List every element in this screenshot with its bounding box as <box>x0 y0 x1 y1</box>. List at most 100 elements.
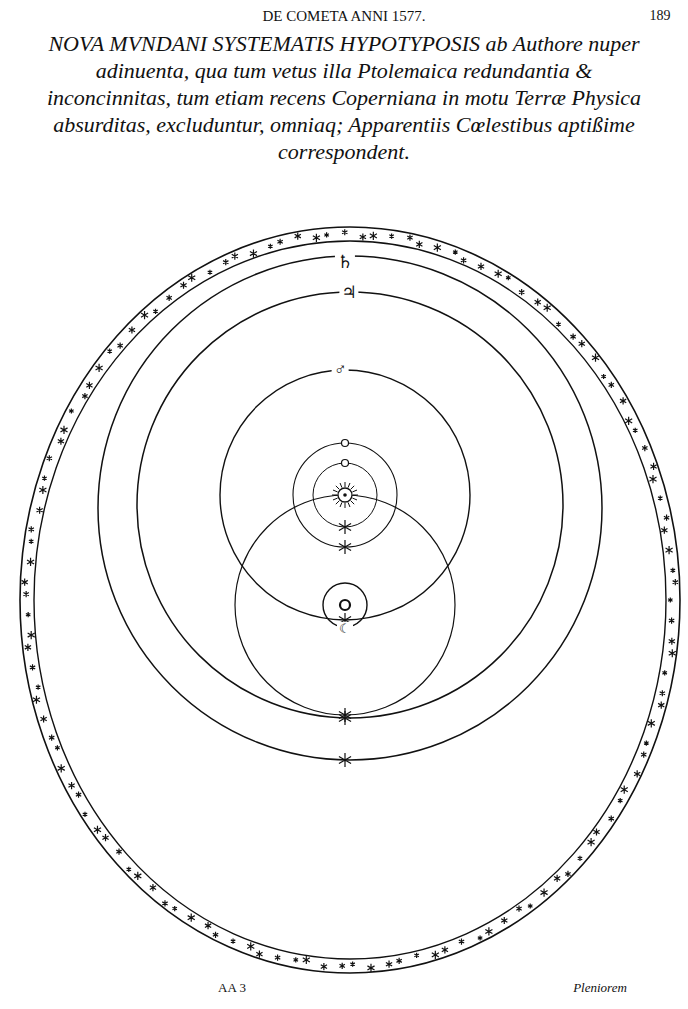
fixed-star <box>565 871 570 877</box>
fixed-star <box>180 282 186 289</box>
fixed-star <box>367 964 374 972</box>
fixed-star <box>33 696 40 704</box>
fixed-star <box>256 951 262 958</box>
fixed-star <box>294 957 299 962</box>
fixed-star <box>588 838 595 846</box>
fixed-star <box>478 935 483 940</box>
fixed-star <box>633 428 638 433</box>
fixed-star <box>22 579 28 586</box>
mercury <box>342 460 349 467</box>
fixed-star <box>223 259 228 265</box>
fixed-star <box>592 354 599 362</box>
fixed-star <box>620 397 626 404</box>
fixed-star <box>666 546 673 554</box>
fixed-star <box>669 638 675 645</box>
fixed-star <box>313 234 320 242</box>
fixed-star <box>519 289 524 295</box>
fixed-star <box>36 685 41 690</box>
fixed-star <box>434 244 441 252</box>
fixed-star <box>662 670 667 675</box>
fixed-star <box>416 241 422 248</box>
venus <box>342 440 349 447</box>
fixed-star <box>86 382 92 389</box>
fixed-star <box>30 664 35 670</box>
fixed-star <box>660 690 665 696</box>
jupiter-symbol: ♃ <box>339 284 358 303</box>
fixed-star <box>601 374 606 379</box>
fixed-star <box>658 702 664 709</box>
fixed-star <box>673 579 678 585</box>
fixed-star <box>96 364 103 372</box>
fixed-star <box>625 417 632 425</box>
fixed-star <box>55 745 60 750</box>
fixed-star <box>506 275 511 280</box>
fixed-star <box>649 475 656 483</box>
fixed-star <box>188 274 195 282</box>
fixed-star <box>389 234 394 239</box>
running-head: DE COMETA ANNI 1577. <box>261 8 428 25</box>
fixed-star <box>570 334 575 340</box>
orbit-star <box>339 520 351 534</box>
fixed-stars <box>22 229 678 972</box>
fixed-star <box>153 309 158 314</box>
fixed-star <box>350 962 355 967</box>
fixed-star <box>495 270 502 278</box>
saturn-orbit <box>98 256 602 760</box>
fixed-star <box>664 515 669 521</box>
fixed-star <box>116 849 121 855</box>
fixed-star <box>661 527 667 534</box>
fixed-star <box>275 955 280 961</box>
fixed-star <box>166 295 171 301</box>
fixed-star <box>47 455 52 461</box>
page-number: 189 <box>648 8 673 23</box>
jupiter-orbit <box>137 292 563 718</box>
fixed-star <box>648 719 655 727</box>
fixed-star <box>668 597 673 602</box>
sun-rays <box>332 482 358 508</box>
fixed-star <box>23 591 28 597</box>
fixed-star <box>188 914 195 922</box>
fixed-star <box>231 939 236 944</box>
fixed-star <box>250 249 257 257</box>
fixed-star <box>556 322 561 327</box>
fixed-star <box>609 815 614 821</box>
fixed-star <box>83 812 88 817</box>
fixed-star <box>26 612 31 617</box>
fixed-star <box>129 326 135 333</box>
fixed-star <box>360 233 366 240</box>
fixed-star <box>29 526 34 532</box>
fixed-star <box>49 735 54 741</box>
fixed-star <box>459 938 464 944</box>
moon-orbit <box>323 583 367 627</box>
fixed-star <box>25 644 31 651</box>
fixed-star <box>37 507 43 514</box>
fixed-star <box>342 229 347 235</box>
fixed-star <box>141 311 148 319</box>
fixed-star <box>205 922 211 929</box>
fixed-star <box>579 340 585 347</box>
fixed-star <box>28 631 35 639</box>
fixed-star <box>69 408 74 413</box>
fixed-star <box>232 253 238 260</box>
fixed-star <box>396 958 401 964</box>
fixed-star <box>277 239 282 245</box>
fixed-star <box>208 270 213 275</box>
fixed-star <box>578 856 583 861</box>
fixed-star <box>58 438 64 445</box>
fixed-star <box>644 740 649 745</box>
fixed-star <box>554 875 560 882</box>
fixed-star <box>29 539 34 544</box>
fixed-star <box>478 263 484 270</box>
orbit-star <box>339 540 351 554</box>
fixed-star <box>414 953 419 958</box>
heading: NOVA MVNDANI SYSTEMATIS HYPOTYPOSIS ab A… <box>40 30 648 165</box>
fixed-star <box>134 872 141 880</box>
fixed-star <box>485 927 492 935</box>
sun-orbit <box>235 495 455 715</box>
fixed-star <box>516 906 521 912</box>
fixed-star <box>528 903 533 908</box>
fixed-star <box>669 617 674 623</box>
fixed-star <box>150 884 156 891</box>
fixed-star <box>127 867 132 872</box>
fixed-star <box>671 568 676 573</box>
